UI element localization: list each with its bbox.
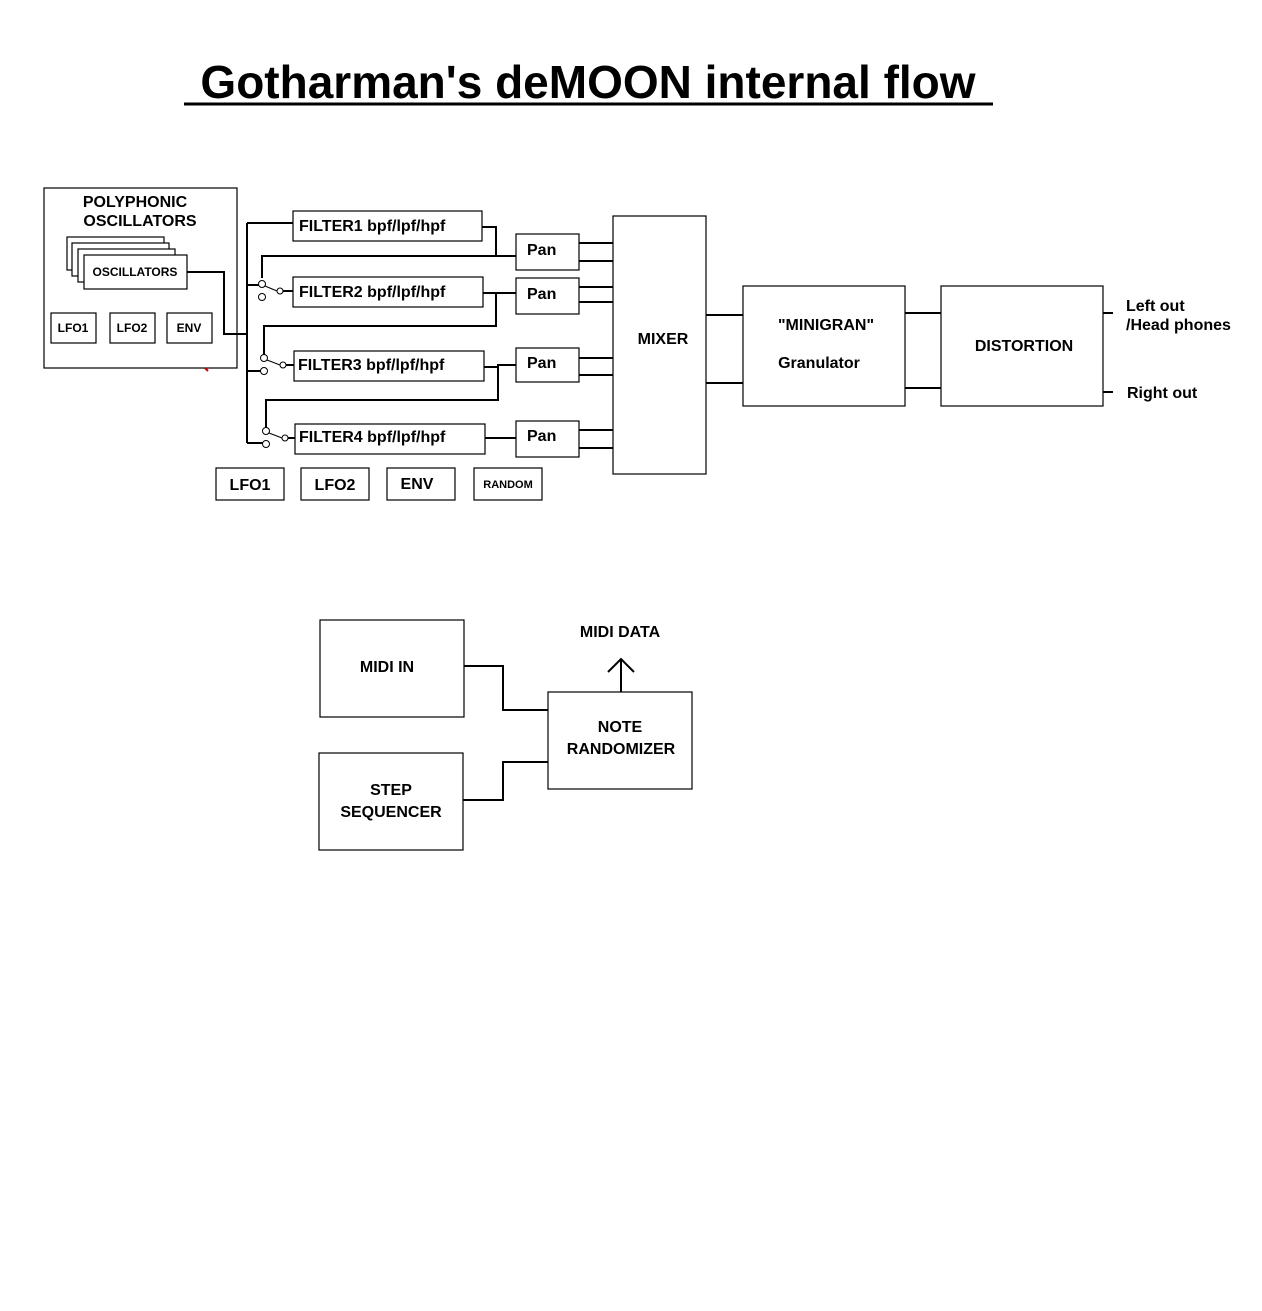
- page-title: Gotharman's deMOON internal flow: [200, 56, 975, 108]
- filter1-label: FILTER1 bpf/lpf/hpf: [299, 218, 446, 235]
- oscillators-label: OSCILLATORS: [93, 265, 178, 279]
- polyphonic-oscillators-block: POLYPHONIC OSCILLATORS OSCILLATORS LFO1 …: [43, 187, 238, 372]
- step-sequencer-label-line1: STEP: [370, 782, 412, 799]
- pan3-box: [515, 347, 580, 383]
- granulator-label-line1: "MINIGRAN": [778, 317, 874, 334]
- voice-lfo1-box: [50, 312, 97, 344]
- note-randomizer-label-line2: RANDOMIZER: [567, 741, 676, 758]
- mod-lfo2-box: [300, 467, 370, 501]
- poly-heading-line2: OSCILLATORS: [83, 213, 197, 230]
- filter4-label: FILTER4 bpf/lpf/hpf: [299, 429, 446, 446]
- pan2-label: Pan: [527, 286, 556, 303]
- pan3-label: Pan: [527, 355, 556, 372]
- oscillator-output-wiring: [187, 222, 293, 444]
- filter1-box: [292, 210, 483, 242]
- mod-lfo1-box: [215, 467, 285, 501]
- filter4-box: [294, 423, 486, 455]
- modulation-sources: LFO1 LFO2 ENV RANDOM: [215, 467, 543, 501]
- step-sequencer-label-line2: SEQUENCER: [340, 804, 442, 821]
- note-randomizer-box: [547, 691, 693, 790]
- pan4-box: [515, 420, 580, 458]
- voice-env-label: ENV: [177, 321, 202, 335]
- mod-env-box: [386, 467, 456, 501]
- mod-lfo1-label: LFO1: [230, 477, 271, 494]
- distortion-box: [940, 285, 1104, 407]
- filter-row-4: FILTER4 bpf/lpf/hpf Pan: [262, 420, 613, 458]
- midi-in-box: [319, 619, 465, 718]
- filter-row-2: FILTER2 bpf/lpf/hpf Pan: [258, 276, 613, 356]
- step-sequencer-box: [318, 752, 464, 851]
- filter-row-1: FILTER1 bpf/lpf/hpf Pan: [261, 210, 613, 278]
- distortion-label: DISTORTION: [975, 338, 1073, 355]
- mod-env-label: ENV: [401, 476, 434, 493]
- pan4-label: Pan: [527, 428, 556, 445]
- granulator-box: [742, 285, 906, 407]
- mixer-label: MIXER: [638, 331, 689, 348]
- midi-data-label: MIDI DATA: [580, 624, 661, 641]
- right-out-label: Right out: [1127, 385, 1198, 402]
- mod-random-box: [473, 467, 543, 501]
- mod-lfo2-label: LFO2: [315, 477, 356, 494]
- left-out-label-line2: /Head phones: [1126, 317, 1231, 334]
- midi-in-label: MIDI IN: [360, 659, 414, 676]
- pan2-box: [515, 277, 580, 315]
- granulator-label-line2: Granulator: [778, 355, 860, 372]
- voice-lfo1-label: LFO1: [58, 321, 89, 335]
- voice-env-box: [166, 312, 213, 344]
- poly-heading-line1: POLYPHONIC: [83, 194, 188, 211]
- voice-lfo2-label: LFO2: [117, 321, 148, 335]
- left-out-label-line1: Left out: [1126, 298, 1185, 315]
- pan1-box: [515, 233, 580, 271]
- filter-row-3: FILTER3 bpf/lpf/hpf Pan: [260, 347, 613, 429]
- mixer-box: [612, 215, 707, 475]
- mod-random-label: RANDOM: [483, 479, 533, 491]
- pan1-label: Pan: [527, 242, 556, 259]
- filter2-label: FILTER2 bpf/lpf/hpf: [299, 284, 446, 301]
- midi-section: MIDI IN STEP SEQUENCER NOTE RANDOMIZER M…: [318, 619, 693, 851]
- filter3-box: [293, 350, 485, 382]
- filter2-box: [292, 276, 484, 308]
- note-randomizer-label-line1: NOTE: [598, 719, 643, 736]
- voice-lfo2-box: [109, 312, 156, 344]
- filter3-label: FILTER3 bpf/lpf/hpf: [298, 357, 445, 374]
